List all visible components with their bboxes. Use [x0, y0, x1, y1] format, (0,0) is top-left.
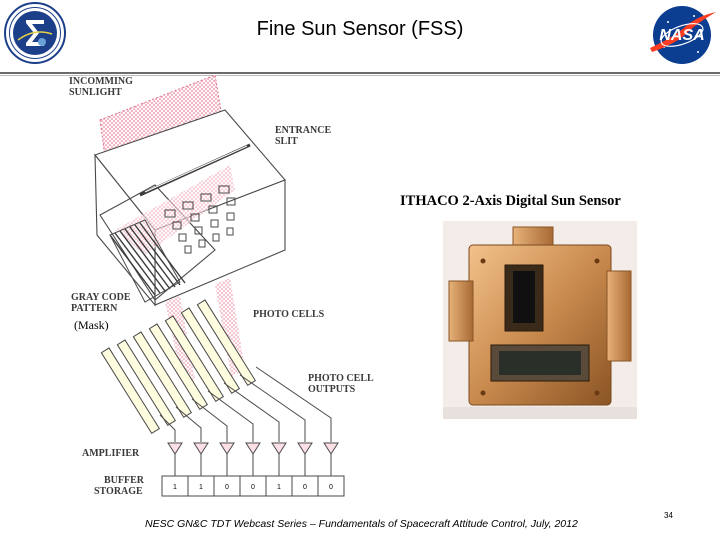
buffer-bit: 0	[251, 484, 255, 491]
label-storage: STORAGE	[94, 486, 143, 497]
mask-label: (Mask)	[74, 318, 109, 333]
buffer-bit: 0	[329, 484, 333, 491]
sun-sensor-diagram: 1 1 0 0 1 0 0 INCOMMING SUNLIGHT ENTRANC…	[55, 70, 400, 510]
page-number: 34	[664, 511, 673, 520]
photo-caption: ITHACO 2-Axis Digital Sun Sensor	[400, 193, 621, 210]
buffer-bit: 0	[303, 484, 307, 491]
label-outputs: OUTPUTS	[308, 384, 356, 395]
buffer-bit: 1	[173, 484, 177, 491]
label-sunlight: SUNLIGHT	[69, 87, 122, 98]
label-slit: SLIT	[275, 136, 298, 147]
nesc-sigma-seal-icon	[4, 2, 66, 64]
nasa-meatball-logo-icon: NASA	[646, 2, 718, 68]
amplifier-leads	[175, 454, 331, 476]
buffer-bit: 1	[199, 484, 203, 491]
sun-sensor-photo-icon	[443, 221, 637, 419]
label-photo-cell: PHOTO CELL	[308, 373, 374, 384]
nasa-logo-text: NASA	[659, 27, 704, 44]
label-buffer: BUFFER	[104, 475, 145, 486]
slide-footer: NESC GN&C TDT Webcast Series – Fundament…	[145, 518, 578, 530]
label-pattern: PATTERN	[71, 303, 118, 314]
slide-title: Fine Sun Sensor (FSS)	[0, 18, 720, 41]
label-entrance: ENTRANCE	[275, 125, 331, 136]
buffer-bit: 1	[277, 484, 281, 491]
buffer-storage: 1 1 0 0 1 0 0	[162, 476, 344, 496]
amplifiers	[168, 443, 338, 454]
buffer-bit: 0	[225, 484, 229, 491]
label-incoming: INCOMMING	[69, 76, 133, 87]
label-amplifier: AMPLIFIER	[82, 448, 140, 459]
label-photo-cells: PHOTO CELLS	[253, 309, 325, 320]
label-gray-code: GRAY CODE	[71, 292, 131, 303]
